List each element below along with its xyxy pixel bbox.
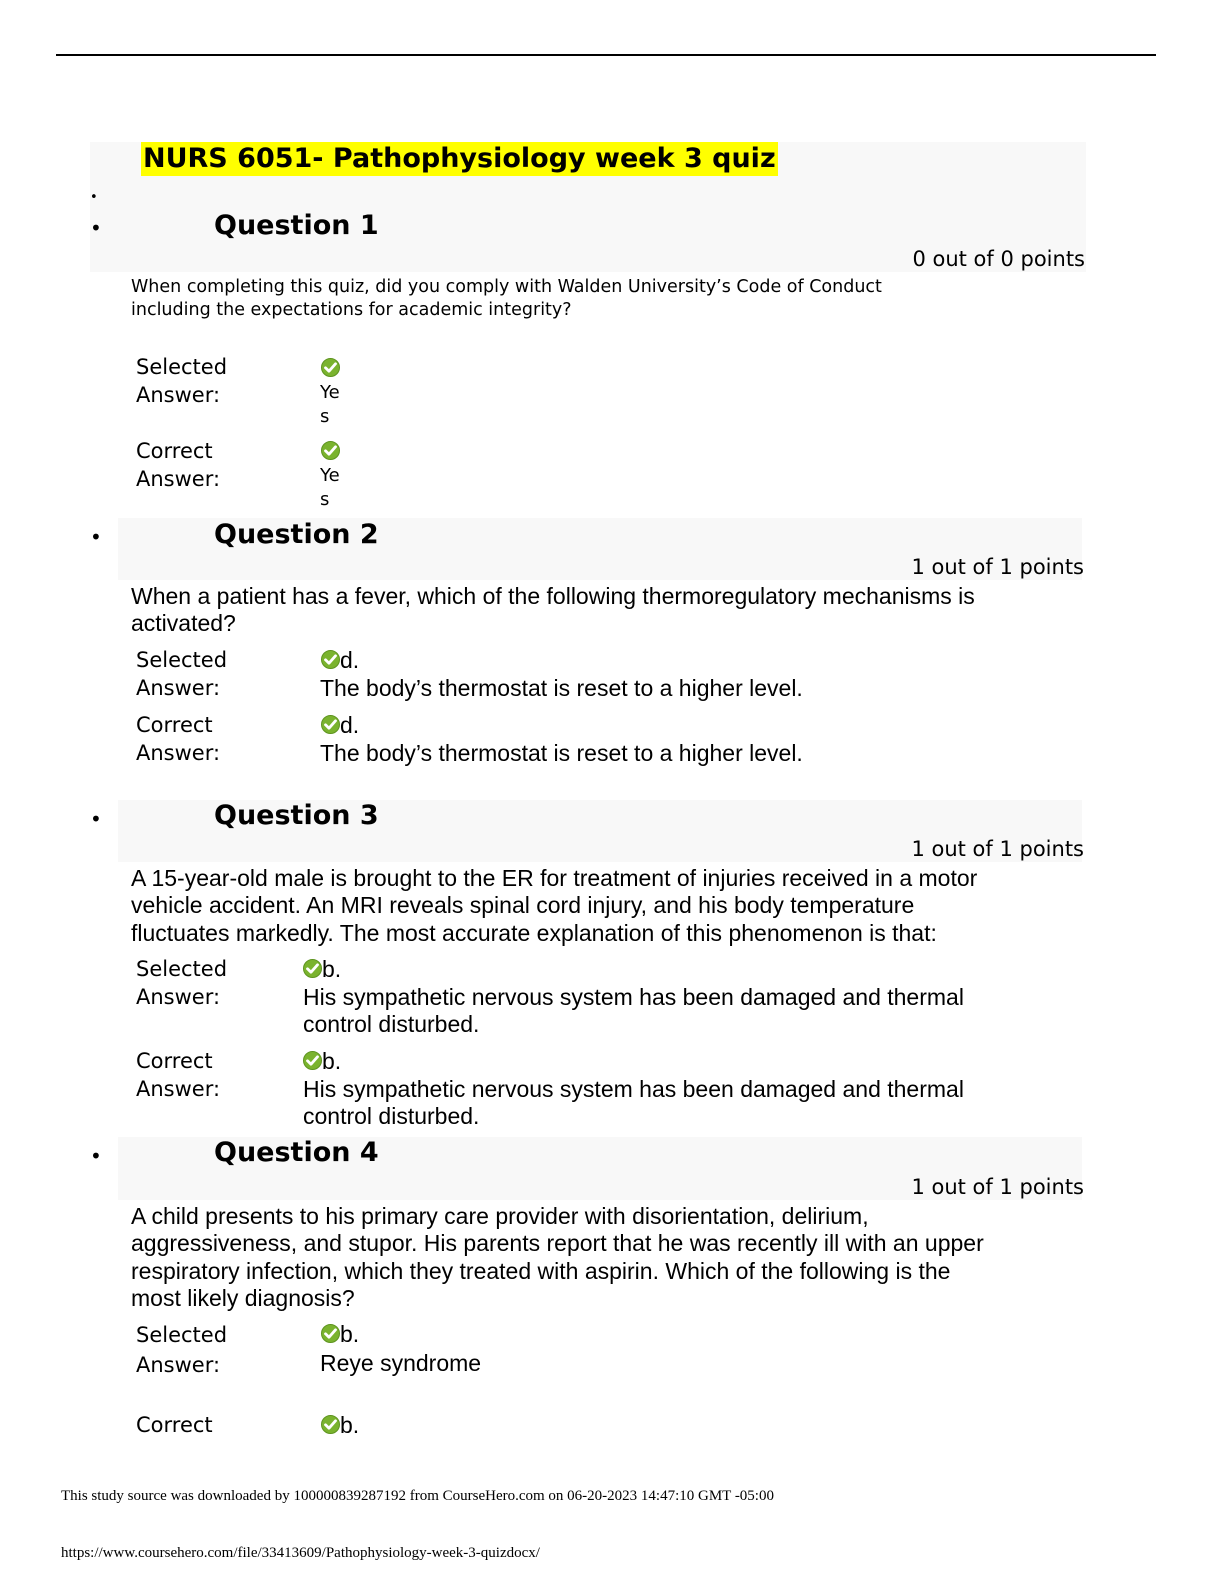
correct-check-icon [321, 1324, 340, 1343]
question-text: A 15-year-old male is brought to the ER … [131, 865, 978, 946]
selected-answer-text: The body’s thermostat is reset to a high… [320, 675, 803, 701]
correct-check-icon [321, 358, 340, 377]
question-4-header-band [118, 1137, 1082, 1200]
correct-check-icon [321, 441, 340, 460]
correct-answer-letter: d. [340, 712, 360, 738]
bullet: • [90, 216, 102, 240]
selected-answer-letter: d. [340, 647, 360, 673]
selected-answer-letter: b. [340, 1321, 360, 1347]
correct-answer-text: His sympathetic nervous system has been … [303, 1076, 964, 1129]
correct-check-icon [303, 1051, 322, 1070]
correct-check-icon [303, 959, 322, 978]
bullet: • [90, 190, 98, 205]
question-points: 1 out of 1 points [911, 555, 1084, 579]
correct-check-icon [321, 715, 340, 734]
page-title: NURS 6051- Pathophysiology week 3 quiz [141, 142, 778, 176]
bullet: • [90, 807, 102, 831]
question-heading: Question 1 [214, 210, 379, 241]
correct-answer-letter: b. [340, 1412, 360, 1438]
selected-answer-letter: b. [322, 956, 342, 982]
correct-check-icon [321, 650, 340, 669]
source-url-link[interactable]: https://www.coursehero.com/file/33413609… [61, 1545, 540, 1561]
question-points: 0 out of 0 points [912, 247, 1085, 271]
download-note: This study source was downloaded by 1000… [61, 1488, 774, 1504]
question-text: When completing this quiz, did you compl… [131, 277, 882, 320]
selected-answer-text: Reye syndrome [320, 1350, 482, 1376]
bullet: • [90, 1144, 102, 1168]
question-text: A child presents to his primary care pro… [131, 1203, 984, 1311]
correct-answer-label: Correct [136, 1413, 213, 1437]
selected-answer-text: His sympathetic nervous system has been … [303, 984, 964, 1037]
bullet: • [90, 525, 102, 549]
correct-answer-text: The body’s thermostat is reset to a high… [320, 740, 803, 766]
correct-answer-letter: b. [322, 1048, 342, 1074]
question-points: 1 out of 1 points [911, 1175, 1084, 1199]
question-2-header-band [118, 518, 1082, 580]
question-text: When a patient has a fever, which of the… [131, 583, 975, 637]
question-heading: Question 3 [214, 800, 379, 831]
top-rule [56, 54, 1156, 56]
question-points: 1 out of 1 points [911, 837, 1084, 861]
question-heading: Question 2 [214, 519, 379, 550]
question-heading: Question 4 [214, 1137, 379, 1168]
question-3-header-band [118, 800, 1082, 862]
correct-check-icon [321, 1415, 340, 1434]
